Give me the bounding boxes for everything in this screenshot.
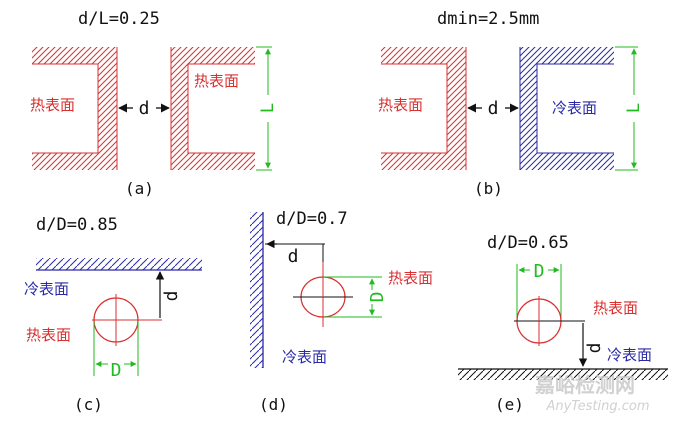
- panel-d: d/D=0.7 冷表面 d 热表面 D (d): [250, 209, 433, 414]
- panel-d-cold-label: 冷表面: [282, 348, 327, 366]
- panel-c-caption: (c): [74, 395, 103, 414]
- panel-a-right-hot-plate: [170, 47, 255, 170]
- panel-a-left-hot-plate: [32, 47, 118, 170]
- panel-b: dmin=2.5mm 热表面 冷表面 d L (b): [378, 9, 644, 198]
- panel-d-gap-label: d: [288, 246, 299, 267]
- panel-b-gap-label: d: [488, 98, 499, 119]
- panel-c-diameter-label: D: [111, 360, 122, 381]
- panel-d-diameter-label: D: [367, 292, 388, 303]
- watermark-cn: 嘉峪检测网: [534, 373, 635, 397]
- panel-b-left-hot-plate: [381, 47, 467, 170]
- panel-b-right-cold-plate: [519, 47, 614, 170]
- panel-e: d/D=0.65 D 热表面 d 冷表面 (e): [458, 233, 668, 414]
- panel-a-ratio: d/L=0.25: [78, 9, 160, 29]
- panel-e-diameter-label: D: [534, 261, 545, 282]
- panel-e-cold-label: 冷表面: [607, 346, 652, 364]
- panel-e-caption: (e): [495, 395, 524, 414]
- panel-a: d/L=0.25 热表面 热表面 d L (a): [30, 9, 278, 198]
- panel-a-length-label: L: [258, 103, 278, 113]
- panel-c-gap-label: d: [161, 291, 182, 302]
- panel-d-cold-surface: [250, 212, 263, 368]
- panel-c-cold-label: 冷表面: [24, 280, 69, 298]
- panel-a-length-dimension: [256, 46, 272, 171]
- panel-e-gap-label: d: [584, 343, 605, 354]
- panel-d-caption: (d): [259, 395, 288, 414]
- panel-c-hot-label: 热表面: [26, 326, 71, 344]
- panel-b-hot-label: 热表面: [378, 96, 423, 114]
- panel-d-ratio: d/D=0.7: [276, 209, 348, 229]
- panel-b-caption: (b): [474, 179, 503, 198]
- panel-a-hot-label-left: 热表面: [30, 96, 75, 114]
- panel-e-hot-label: 热表面: [593, 299, 638, 317]
- panel-e-ratio: d/D=0.65: [487, 233, 569, 253]
- panel-a-gap-label: d: [139, 98, 150, 119]
- panel-c: d/D=0.85 冷表面 热表面 d D (c): [24, 215, 202, 414]
- panel-a-caption: (a): [125, 179, 154, 198]
- panel-b-ratio: dmin=2.5mm: [437, 9, 539, 29]
- panel-b-length-label: L: [624, 103, 644, 113]
- panel-d-hot-label: 热表面: [388, 269, 433, 287]
- panel-e-cold-surface: [458, 369, 668, 380]
- panel-b-cold-label: 冷表面: [552, 99, 597, 117]
- panel-b-length-dimension: [615, 46, 638, 171]
- panel-c-ratio: d/D=0.85: [36, 215, 118, 235]
- panel-c-cold-surface: [36, 258, 202, 270]
- watermark: 嘉峪检测网 AnyTesting.com: [534, 373, 650, 414]
- watermark-en: AnyTesting.com: [545, 399, 649, 414]
- panel-a-hot-label-right: 热表面: [194, 72, 239, 90]
